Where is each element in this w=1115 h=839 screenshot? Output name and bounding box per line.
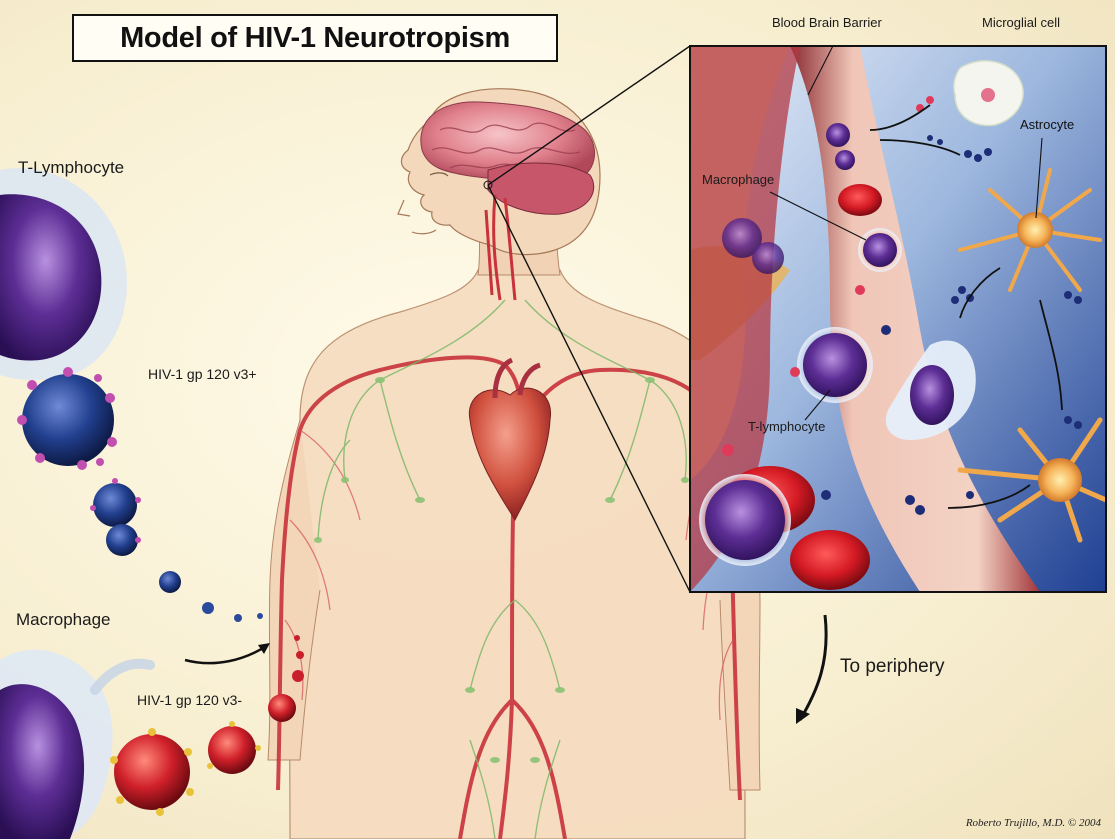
virion-tiny-blue <box>159 571 181 593</box>
label-microglial-cell: Microglial cell <box>982 15 1060 30</box>
virion-medium-blue <box>93 483 137 527</box>
virions-gp120-v3-plus <box>17 367 263 622</box>
mouth <box>412 230 436 234</box>
label-macrophage: Macrophage <box>16 610 111 630</box>
label-astrocyte: Astrocyte <box>1020 117 1074 132</box>
artist-credit: Roberto Trujillo, M.D. © 2004 <box>966 817 1101 829</box>
arrow-macrophage-to-arm <box>185 645 268 663</box>
label-blood-brain-barrier: Blood Brain Barrier <box>772 15 882 30</box>
label-gp120-v3-plus: HIV-1 gp 120 v3+ <box>148 366 257 382</box>
t-lymphocyte-cell <box>0 168 127 380</box>
label-inset-t-lymphocyte: T-lymphocyte <box>748 419 825 434</box>
label-gp120-v3-minus: HIV-1 gp 120 v3- <box>137 692 242 708</box>
label-t-lymphocyte: T-Lymphocyte <box>18 158 124 178</box>
virion-small-blue <box>106 524 138 556</box>
label-to-periphery: To periphery <box>840 656 945 678</box>
torso-shape <box>289 270 745 839</box>
arrowhead-periphery <box>796 708 810 724</box>
label-inset-macrophage: Macrophage <box>702 172 774 187</box>
nose <box>398 200 410 216</box>
human-figure <box>268 89 760 839</box>
title-box: Model of HIV-1 Neurotropism <box>72 14 558 62</box>
virion-medium-red <box>208 726 256 774</box>
inset-illustration <box>690 32 1106 592</box>
page-title: Model of HIV-1 Neurotropism <box>120 22 510 55</box>
arrow-to-periphery <box>800 615 826 720</box>
virion-small-red <box>268 694 296 722</box>
virion-large-red <box>114 734 190 810</box>
